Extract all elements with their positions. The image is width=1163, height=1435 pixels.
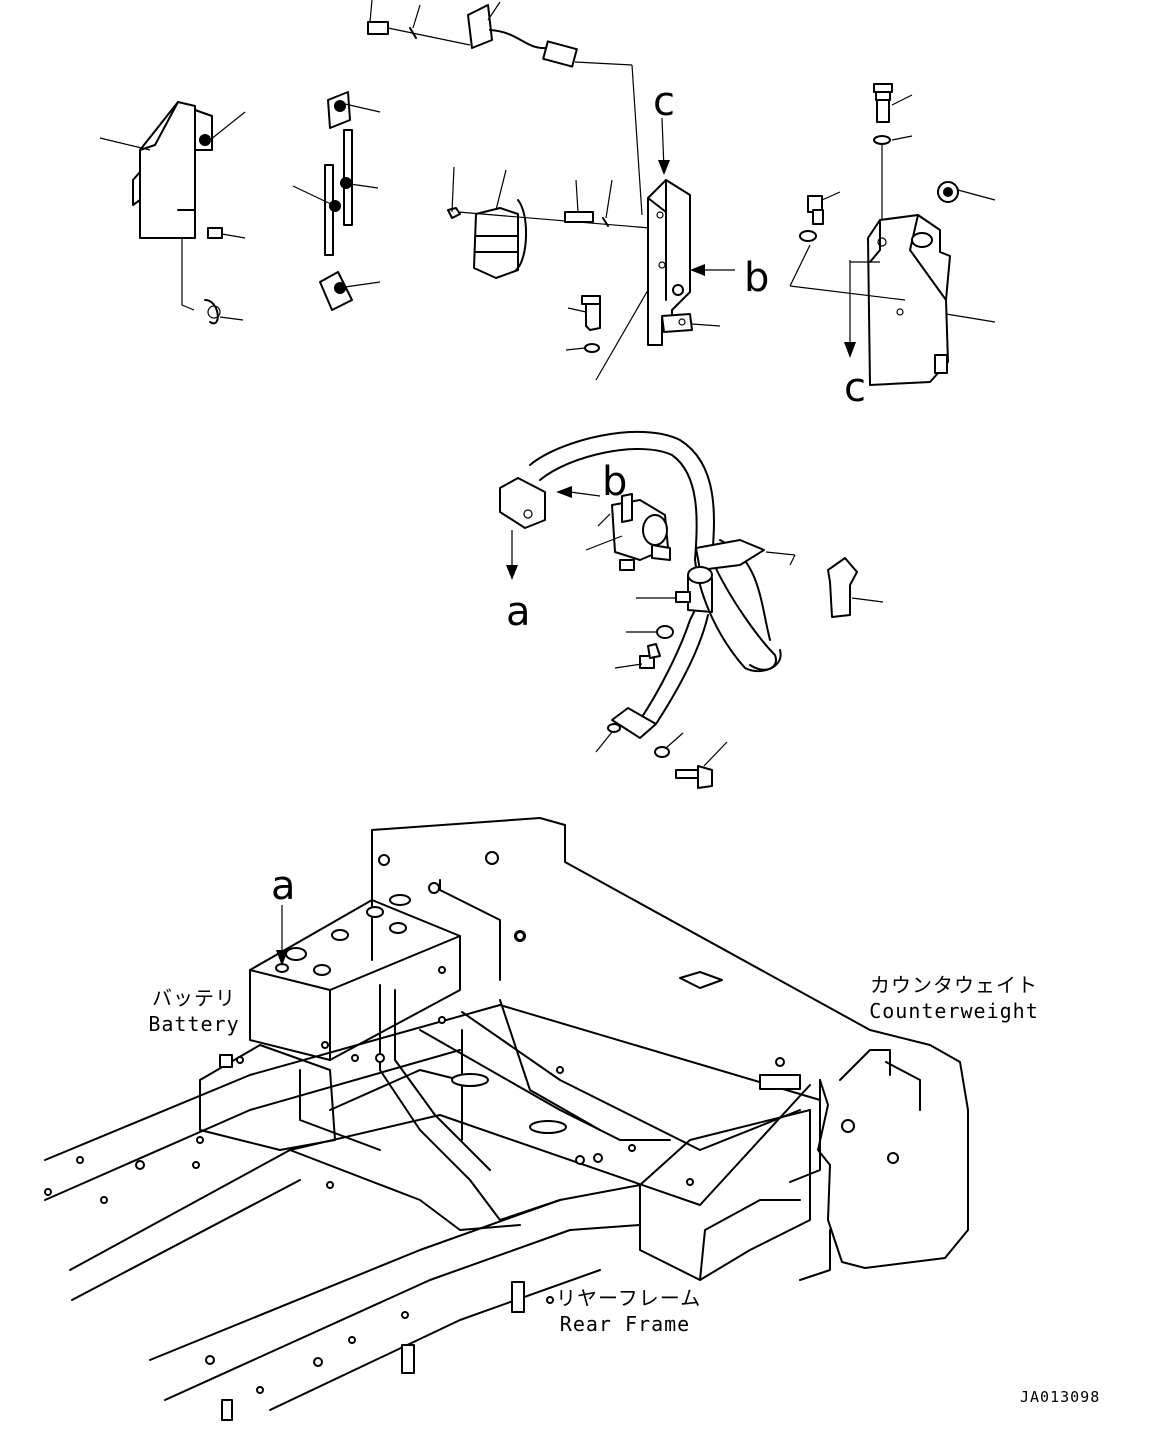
battery-cable-harness [499, 430, 884, 789]
hold-down-rods [292, 91, 381, 311]
rear-frame-caption-jp: リヤーフレーム [556, 1286, 702, 1310]
battery-terminal-cover [132, 101, 223, 325]
mounting-bracket [565, 117, 735, 381]
rear-frame-assembly [44, 817, 969, 1421]
rear-frame-caption-en: Rear Frame [559, 1312, 691, 1336]
callout-a-battery: a [271, 863, 296, 909]
battery-switch-body [447, 166, 651, 279]
counterweight-caption-jp: カウンタウェイト [870, 973, 1038, 997]
terminal-cover-right [789, 83, 996, 386]
callout-a-mid: a [506, 589, 531, 635]
counterweight-caption-en: Counterweight [869, 999, 1039, 1023]
battery-caption-jp: バッテリ [152, 986, 236, 1010]
callout-b-right: b [744, 255, 770, 301]
top-sensor-harness [367, 0, 643, 216]
battery-caption-en: Battery [148, 1012, 240, 1036]
callout-c-top: c [653, 79, 675, 125]
drawing-code: JA013098 [1020, 1388, 1101, 1406]
callout-b-mid: b [602, 459, 628, 505]
callout-c-bottom: c [844, 365, 866, 411]
leader-lines-left [99, 111, 246, 321]
